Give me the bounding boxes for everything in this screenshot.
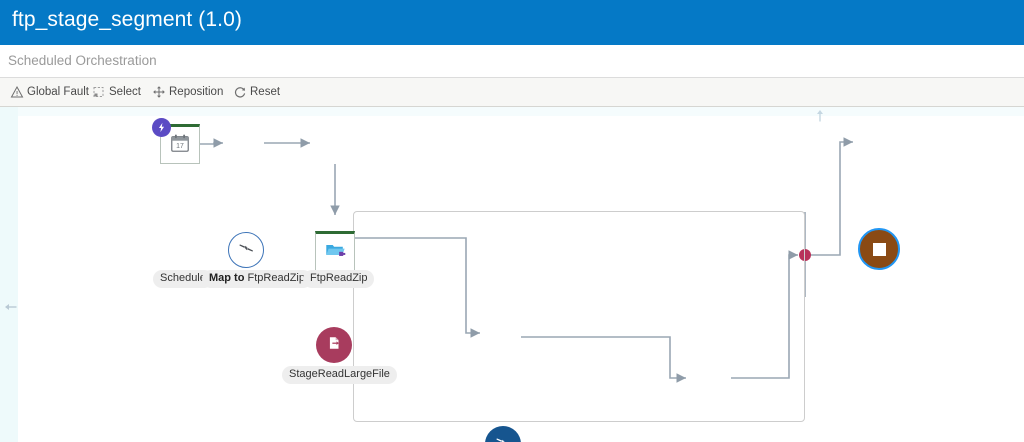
node-end[interactable] [858, 228, 900, 270]
label-prefix: Map to [209, 272, 245, 284]
node-map-to-ftpreadzip[interactable] [228, 232, 264, 268]
label-text: StageReadLargeFile [289, 368, 390, 380]
dashed-select-box-icon [92, 85, 106, 99]
mapper-open-circle[interactable] [228, 232, 264, 268]
label-text: FtpReadZip [247, 272, 305, 284]
end-node-circle[interactable] [858, 228, 900, 270]
node-map-to-createerprecord[interactable] [485, 426, 521, 442]
select-button[interactable]: Select [92, 78, 141, 106]
node-label-ftpreadzip[interactable]: FtpReadZip [303, 270, 375, 288]
toolbar: Global Fault Select [0, 78, 1024, 107]
node-label-map-to-ftpreadzip[interactable]: Map to FtpReadZip [202, 270, 312, 288]
document-transfer-icon [325, 334, 343, 357]
reposition-label: Reposition [169, 86, 224, 98]
orchestration-canvas[interactable]: 17 Schedule [0, 107, 1024, 442]
select-label: Select [109, 86, 141, 98]
scope-junction-dot [799, 249, 811, 261]
scope-container[interactable] [353, 211, 805, 422]
stop-square-icon [872, 242, 886, 256]
mapper-filled-circle[interactable] [485, 426, 521, 442]
connector-wires [200, 137, 853, 383]
node-schedule[interactable]: 17 [152, 118, 200, 164]
scroll-up-arrow-marker[interactable] [815, 109, 825, 128]
canvas-top-gutter [18, 107, 1024, 116]
svg-text:17: 17 [176, 143, 184, 150]
scroll-left-arrow-marker[interactable] [4, 299, 18, 317]
reset-button[interactable]: Reset [233, 78, 280, 106]
subtitle-bar: Scheduled Orchestration [0, 45, 1024, 78]
reposition-button[interactable]: Reposition [152, 78, 223, 106]
node-stagereadlargefile[interactable] [316, 327, 352, 363]
move-cross-icon [152, 85, 166, 99]
circular-arrow-reset-icon [233, 85, 247, 99]
mapper-arrows-icon [494, 433, 512, 442]
title-bar: ftp_stage_segment (1.0) [0, 0, 1024, 45]
warning-triangle-icon [10, 85, 24, 99]
global-fault-label: Global Fault [27, 86, 90, 98]
folder-connector-icon [324, 239, 346, 266]
label-text: Schedule [160, 272, 206, 284]
stage-circle[interactable] [316, 327, 352, 363]
page-title: ftp_stage_segment (1.0) [12, 8, 242, 31]
orchestration-type-label: Scheduled Orchestration [8, 53, 157, 68]
ftpreadzip-node-box[interactable] [315, 231, 355, 271]
label-text: FtpReadZip [310, 272, 368, 284]
calendar-icon: 17 [169, 132, 191, 159]
node-ftpreadzip[interactable] [315, 231, 355, 271]
canvas-left-gutter [0, 107, 18, 442]
node-label-stagereadlargefile[interactable]: StageReadLargeFile [282, 366, 397, 384]
schedule-node-box[interactable]: 17 [152, 118, 200, 164]
global-fault-button[interactable]: Global Fault [10, 78, 89, 106]
node-label-schedule[interactable]: Schedule [153, 270, 213, 288]
lightning-bolt-badge [152, 118, 171, 137]
reset-label: Reset [250, 86, 281, 98]
mapper-arrows-icon [237, 239, 255, 262]
